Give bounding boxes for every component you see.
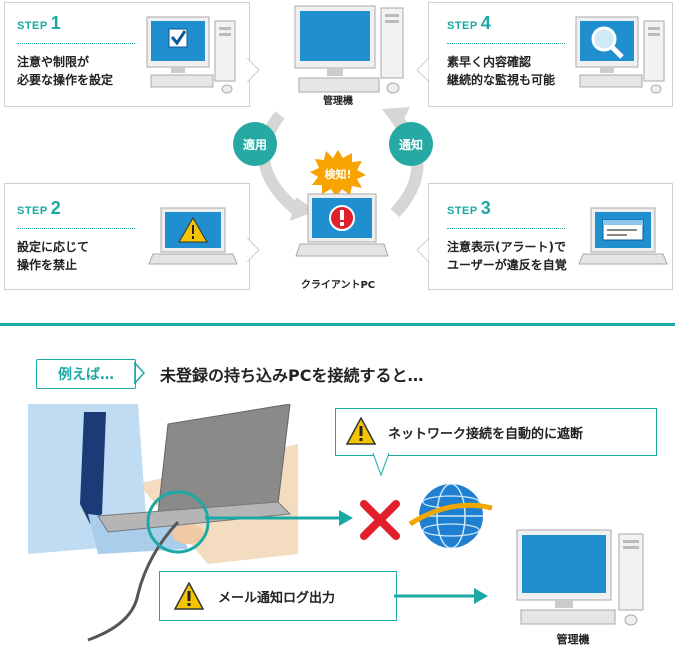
detect-label: 検知! — [324, 168, 352, 181]
mail-callout: メール通知ログ出力 — [159, 571, 397, 621]
notify-badge: 通知 — [389, 122, 433, 166]
detect-burst-icon — [310, 150, 366, 197]
example-tag: 例えば… — [36, 359, 136, 389]
section-divider — [0, 323, 675, 326]
bottom-admin-desktop-icon — [516, 529, 644, 626]
network-globe-icon — [408, 483, 493, 549]
step-4-text: 素早く内容確認継続的な監視も可能 — [447, 55, 556, 87]
bottom-admin-label: 管理機 — [556, 633, 590, 646]
laptop-dialog-icon — [578, 207, 668, 265]
warning-icon — [174, 582, 204, 610]
mail-arrow — [394, 588, 488, 604]
person-laptop-illustration — [28, 404, 298, 642]
desktop-magnifier-icon — [575, 16, 665, 94]
laptop-warning-icon — [148, 207, 238, 265]
connection-arrow — [205, 510, 353, 526]
block-x-icon — [360, 500, 400, 540]
example-title: 未登録の持ち込みPCを接続すると… — [160, 366, 424, 385]
apply-badge: 適用 — [233, 122, 277, 166]
warning-icon — [346, 417, 376, 445]
admin-label: 管理機 — [323, 96, 353, 107]
client-label: クライアントPC — [300, 280, 376, 291]
client-laptop-icon — [295, 193, 389, 257]
mail-callout-text: メール通知ログ出力 — [218, 591, 336, 606]
desktop-check-icon — [146, 16, 236, 94]
admin-desktop-icon — [294, 5, 404, 94]
step-3-text: 注意表示(アラート)でユーザーが違反を自覚 — [447, 240, 567, 272]
network-callout: ネットワーク接続を自動的に遮断 — [335, 408, 657, 456]
step-2-text: 設定に応じて操作を禁止 — [17, 240, 90, 272]
network-callout-text: ネットワーク接続を自動的に遮断 — [388, 427, 584, 442]
step-1-text: 注意や制限が必要な操作を設定 — [17, 55, 114, 87]
